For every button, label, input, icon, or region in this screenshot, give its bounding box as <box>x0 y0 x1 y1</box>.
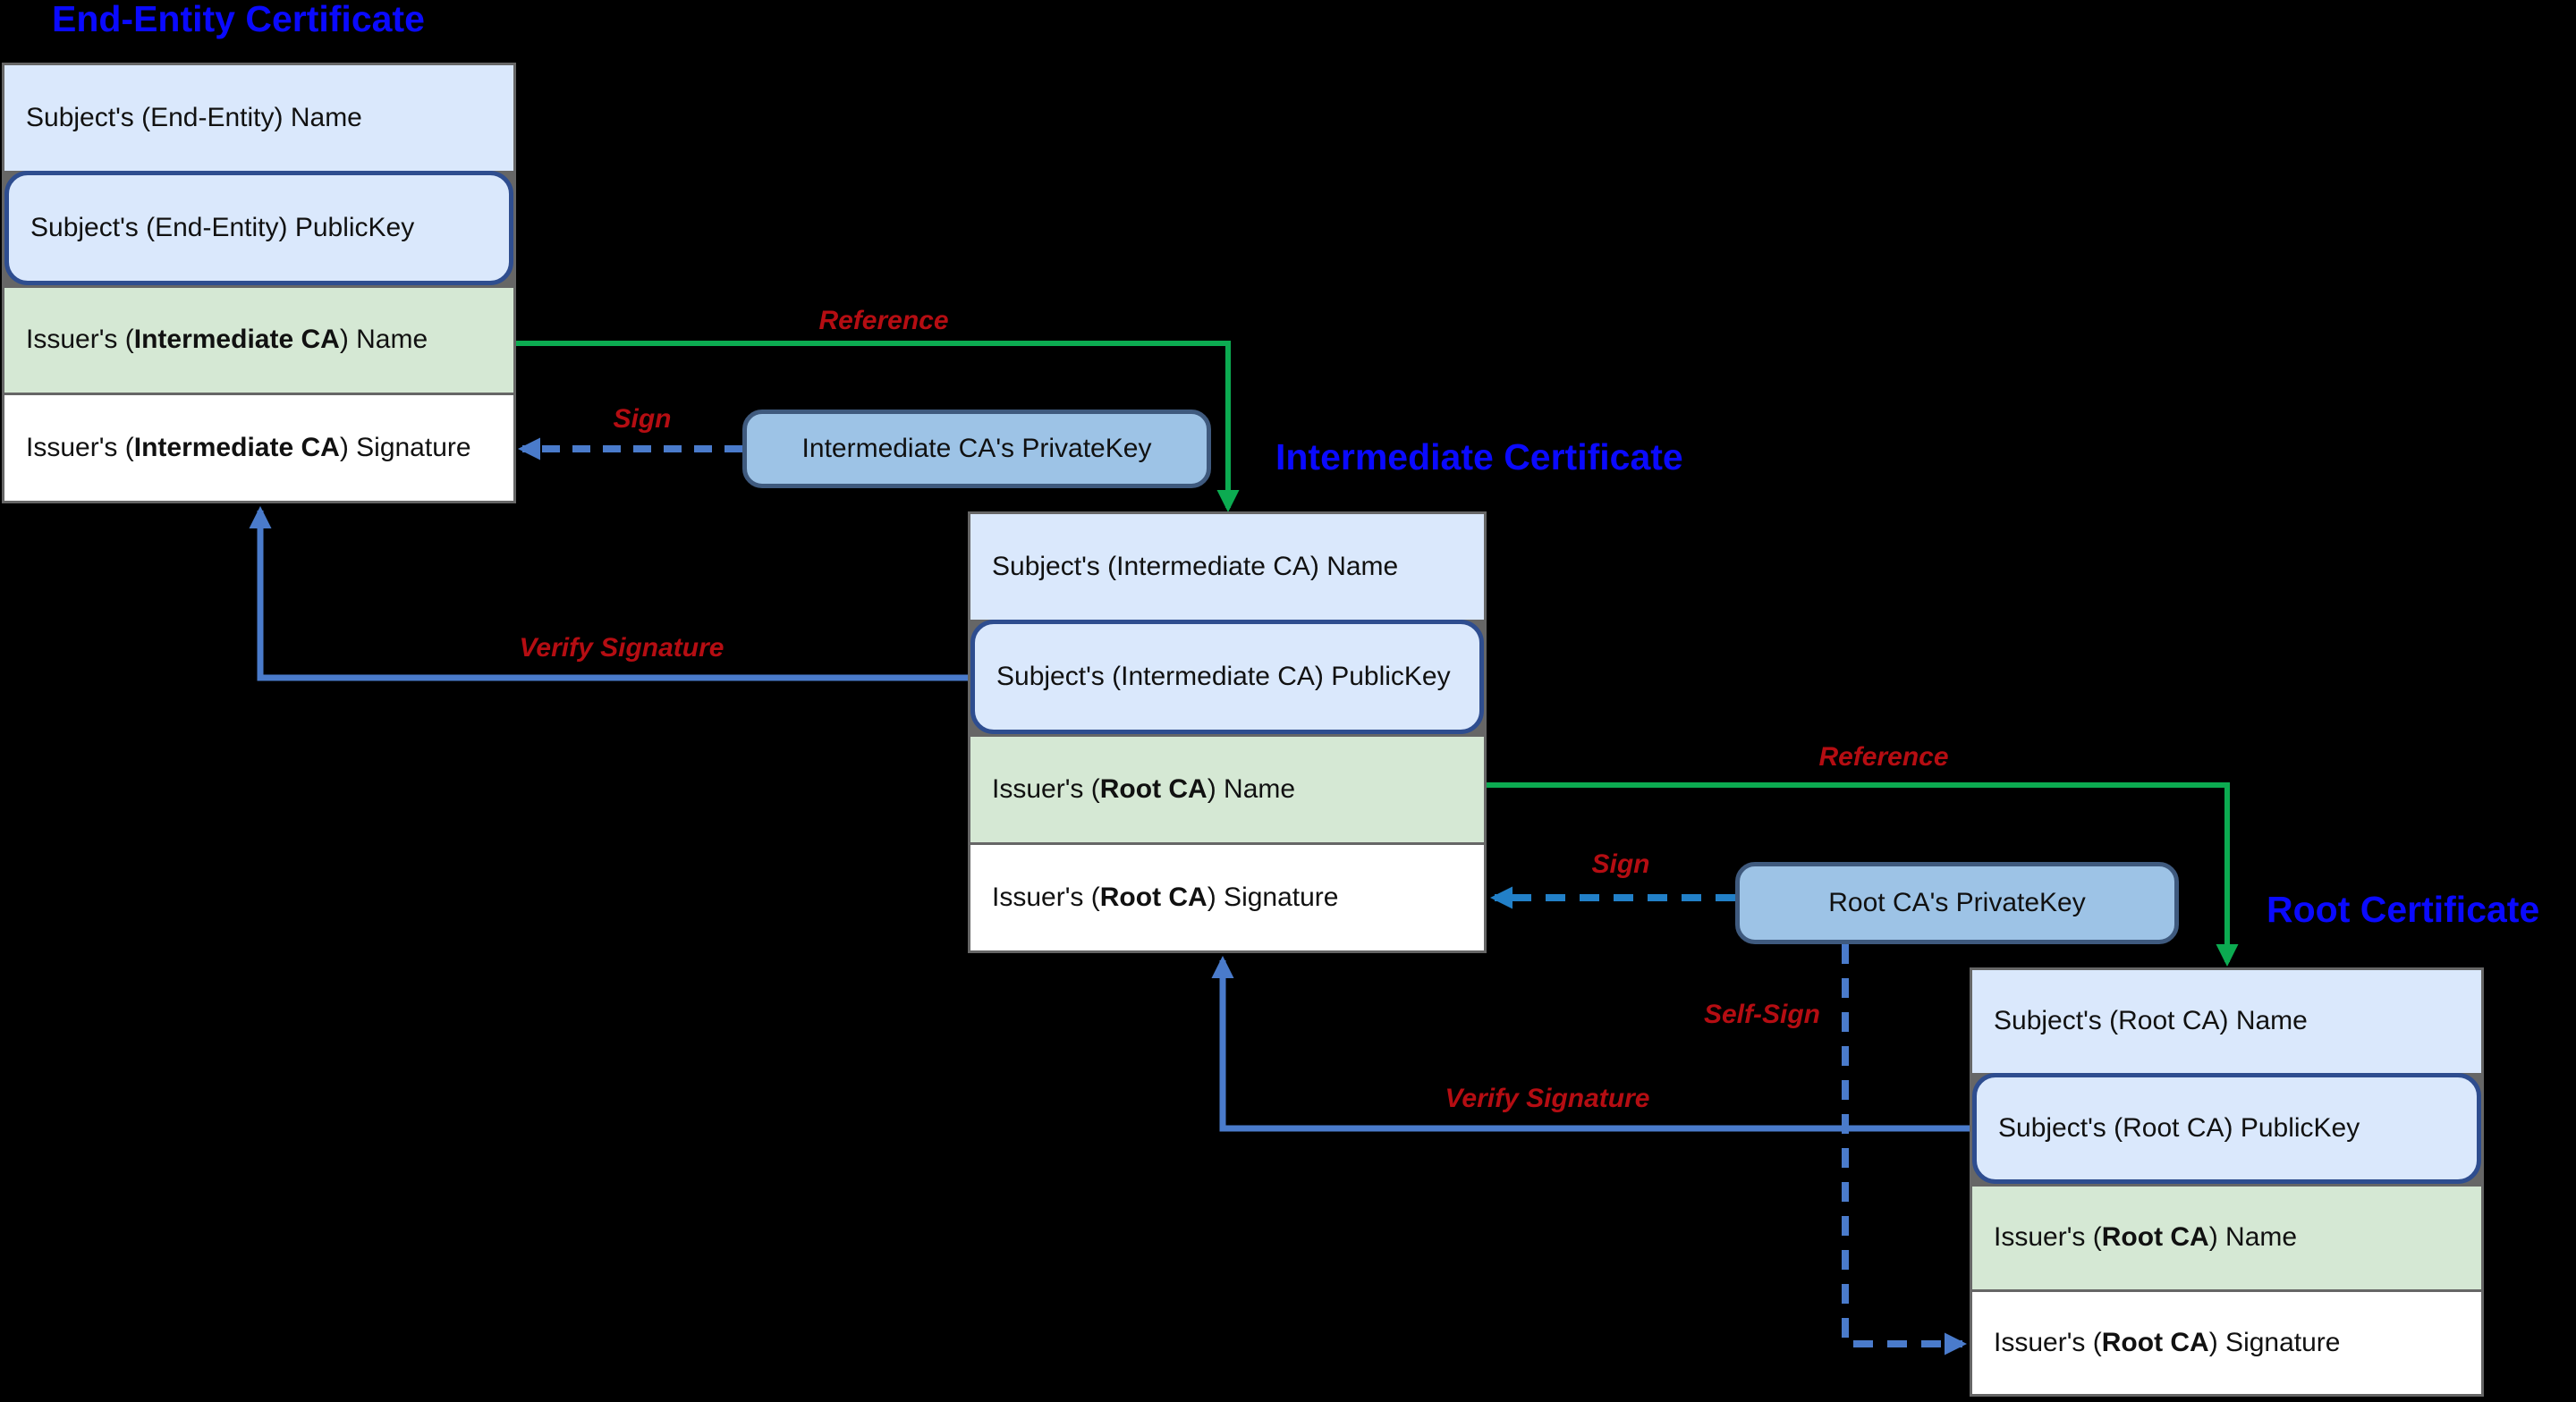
subject-name-row: Subject's (Intermediate CA) Name <box>970 514 1484 620</box>
row-text: Subject's (End-Entity) PublicKey <box>30 212 415 242</box>
row-text: Issuer's (Root CA) Name <box>992 774 1296 804</box>
verify-signature-label-1: Verify Signature <box>519 633 724 663</box>
row-text: Issuer's (Root CA) Signature <box>1994 1327 2341 1357</box>
row-text: Issuer's (Root CA) Signature <box>992 883 1339 912</box>
issuer-name-row: Issuer's (Root CA) Name <box>970 734 1484 842</box>
row-text: Subject's (Intermediate CA) PublicKey <box>996 662 1451 691</box>
reference-arrow-2 <box>1487 782 2239 967</box>
subject-publickey-row: Subject's (Intermediate CA) PublicKey <box>970 620 1484 734</box>
self-sign-arrow <box>1842 944 1967 1356</box>
subject-name-row: Subject's (Root CA) Name <box>1972 970 2481 1073</box>
subject-publickey-row: Subject's (End-Entity) PublicKey <box>4 170 513 285</box>
subject-name-row: Subject's (End-Entity) Name <box>4 65 513 171</box>
issuer-signature-row: Issuer's (Root CA) Signature <box>1972 1288 2481 1394</box>
intermediate-certificate-title: Intermediate Certificate <box>1275 436 1683 477</box>
issuer-signature-row: Issuer's (Intermediate CA) Signature <box>4 393 513 501</box>
row-text: Subject's (Intermediate CA) Name <box>992 552 1399 581</box>
root-privatekey-box: Root CA's PrivateKey <box>1735 862 2179 944</box>
row-text: Subject's (End-Entity) Name <box>26 102 362 132</box>
intermediate-privatekey-box: Intermediate CA's PrivateKey <box>742 410 1211 488</box>
reference-label-2: Reference <box>1818 742 1949 772</box>
subject-publickey-row: Subject's (Root CA) PublicKey <box>1972 1072 2481 1184</box>
issuer-name-row: Issuer's (Intermediate CA) Name <box>4 284 513 393</box>
root-certificate: Subject's (Root CA) Name Subject's (Root… <box>1970 967 2484 1397</box>
root-certificate-title: Root Certificate <box>2267 889 2540 930</box>
self-sign-label: Self-Sign <box>1703 1000 1821 1029</box>
end-entity-certificate: Subject's (End-Entity) Name Subject's (E… <box>2 63 516 503</box>
reference-arrow-1 <box>516 341 1240 512</box>
verify-signature-label-2: Verify Signature <box>1445 1084 1650 1113</box>
row-text: Subject's (Root CA) Name <box>1994 1006 2308 1036</box>
issuer-name-row: Issuer's (Root CA) Name <box>1972 1184 2481 1289</box>
sign-label-2: Sign <box>1591 849 1650 879</box>
sign-label-1: Sign <box>613 404 672 434</box>
intermediate-certificate: Subject's (Intermediate CA) Name Subject… <box>968 511 1487 953</box>
reference-label-1: Reference <box>818 306 949 335</box>
row-text: Issuer's (Intermediate CA) Signature <box>26 433 471 463</box>
issuer-signature-row: Issuer's (Root CA) Signature <box>970 842 1484 950</box>
verify-signature-arrow-1 <box>249 506 968 681</box>
end-entity-certificate-title: End-Entity Certificate <box>52 0 425 39</box>
verify-signature-arrow-2 <box>1211 956 1970 1132</box>
row-text: Issuer's (Intermediate CA) Name <box>26 325 428 355</box>
row-text: Subject's (Root CA) PublicKey <box>1998 1112 2360 1143</box>
row-text: Issuer's (Root CA) Name <box>1994 1222 2298 1253</box>
